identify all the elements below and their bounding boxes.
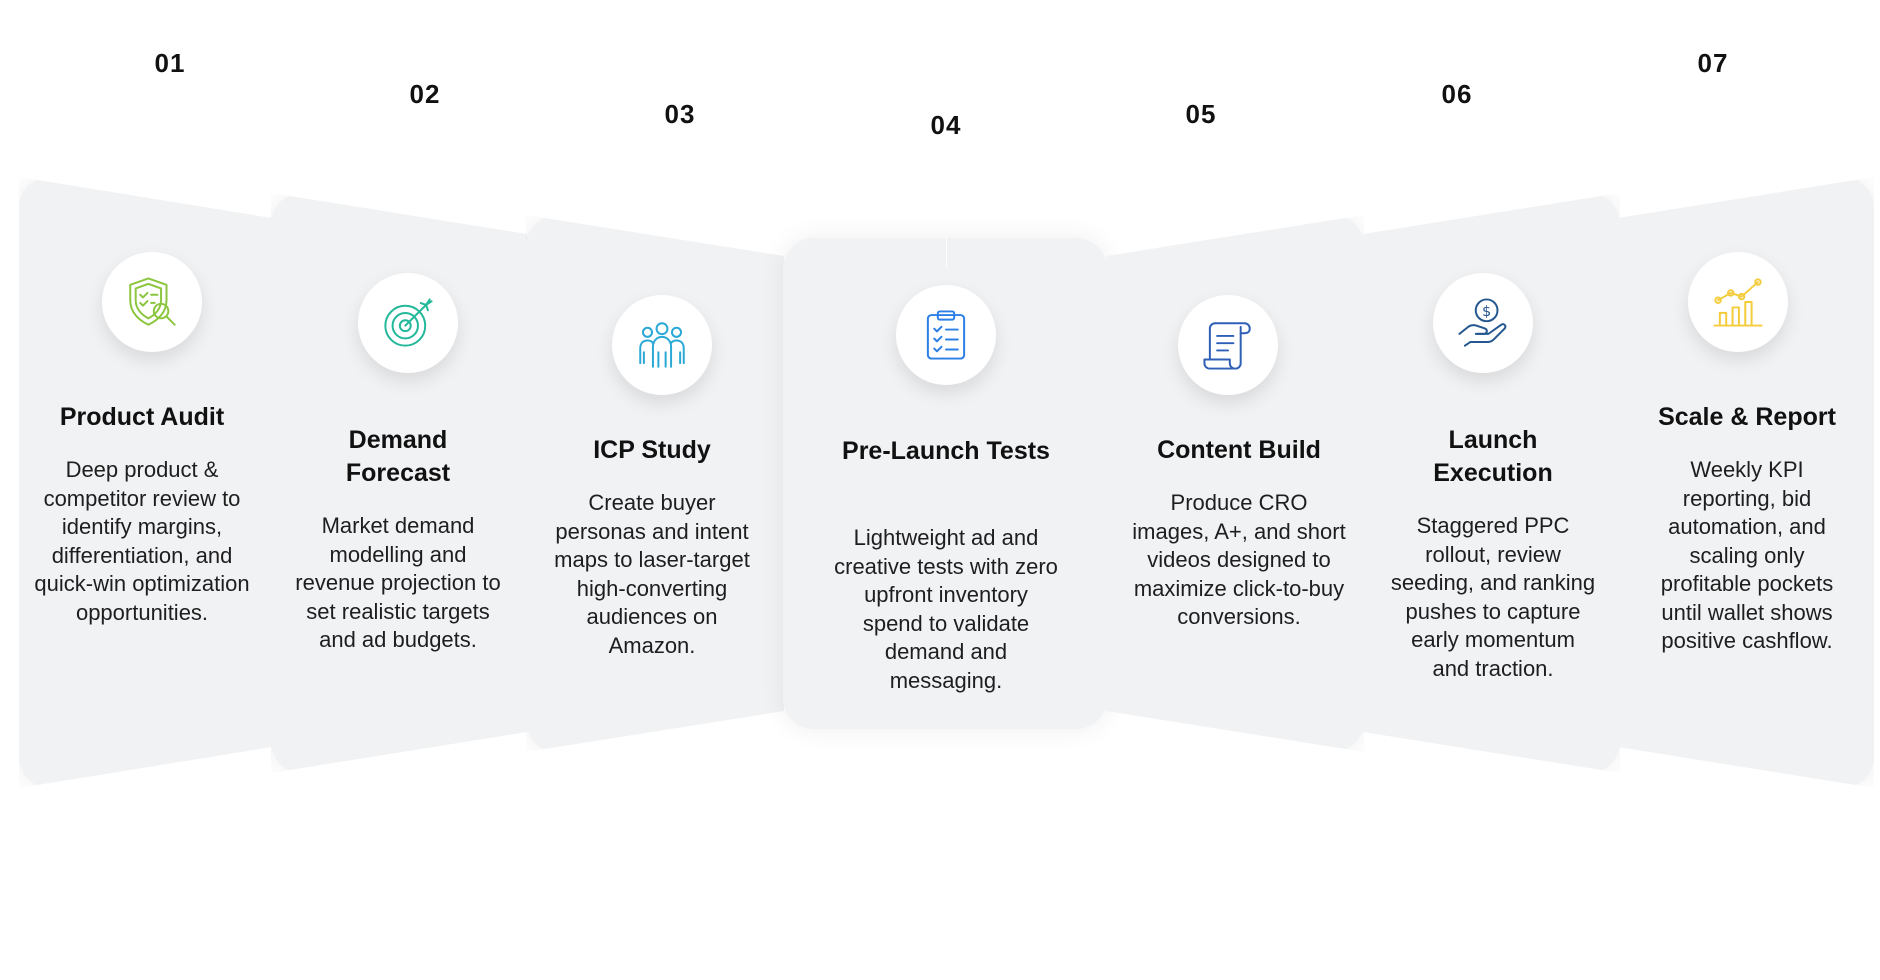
svg-text:$: $ (1482, 304, 1491, 320)
step-icon-badge: $ (1433, 273, 1533, 373)
step-number: 05 (1185, 99, 1217, 129)
step-number: 01 (154, 48, 186, 78)
step-description: Create buyer personas and intent maps to… (554, 490, 750, 658)
step-icon-badge (612, 295, 712, 395)
step-title: Launch Execution (1433, 426, 1553, 487)
step-description: Staggered PPC rollout, review seeding, a… (1390, 513, 1596, 681)
center-divider (946, 238, 947, 267)
shield-search-icon (123, 273, 181, 331)
step-description: Weekly KPI reporting, bid automation, an… (1660, 457, 1834, 653)
step-icon-badge (358, 273, 458, 373)
clipboard-checklist-icon (917, 306, 975, 364)
document-scroll-icon (1199, 316, 1257, 374)
step-number: 04 (930, 110, 962, 140)
step-title: ICP Study (593, 436, 711, 464)
step-icon-badge (102, 252, 202, 352)
step-icon-badge (1178, 295, 1278, 395)
step-title: Scale & Report (1658, 403, 1836, 431)
step-title: Pre-Launch Tests (842, 437, 1050, 465)
step-description: Lightweight ad and creative tests with z… (834, 525, 1058, 693)
step-number: 02 (409, 79, 441, 109)
growth-chart-icon (1709, 273, 1767, 331)
step-description: Produce CRO images, A+, and short videos… (1132, 490, 1346, 629)
step-title: Demand Forecast (345, 426, 451, 487)
step-number: 07 (1697, 48, 1729, 78)
step-description: Market demand modelling and revenue proj… (295, 513, 501, 652)
people-group-icon (633, 316, 691, 374)
step-title: Product Audit (59, 403, 225, 431)
target-icon (379, 294, 437, 352)
hand-coin-icon: $ (1454, 294, 1512, 352)
step-description: Deep product & competitor review to iden… (34, 457, 250, 625)
step-icon-badge (896, 285, 996, 385)
step-icon-badge (1688, 252, 1788, 352)
step-number: 03 (664, 99, 696, 129)
step-title: Content Build (1157, 436, 1321, 464)
step-number: 06 (1441, 79, 1473, 109)
